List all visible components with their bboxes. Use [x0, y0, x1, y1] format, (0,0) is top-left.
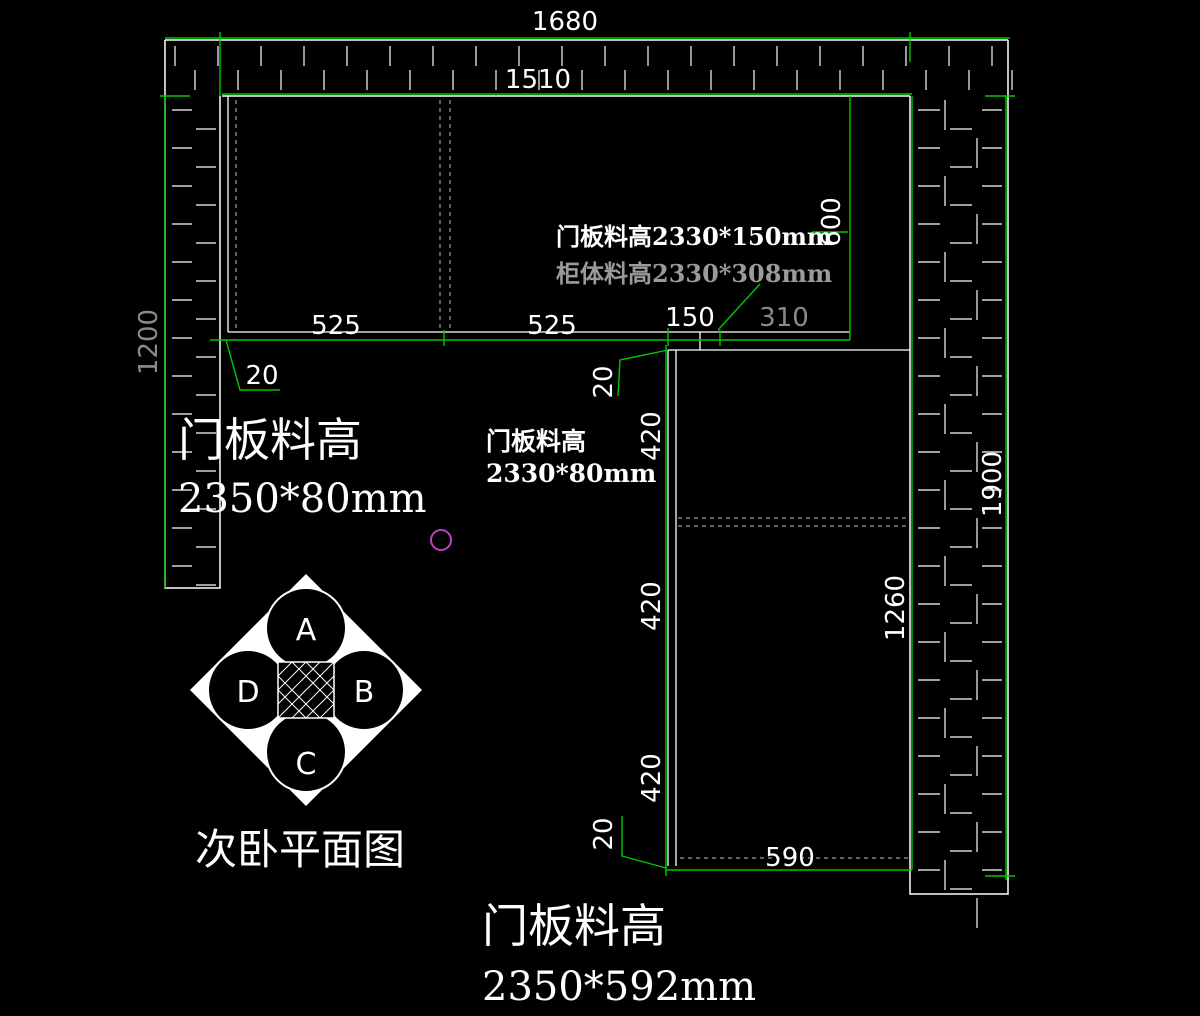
dim-depth-top: 600: [817, 197, 847, 247]
note-mid-size: 2330*80mm: [486, 459, 656, 488]
note-left-size: 2350*80mm: [178, 476, 427, 522]
view-symbol: A B C D: [190, 574, 422, 806]
top-cabinet-dashed: [235, 100, 851, 328]
view-label-b: B: [354, 675, 375, 710]
dim-right-inner: 1260: [881, 575, 911, 641]
view-center-pattern: [277, 661, 335, 719]
dim-right-height: 1900: [978, 451, 1008, 517]
dim-bottom-width: 590: [765, 843, 815, 873]
dimension-lines: [160, 32, 1015, 880]
right-cabinet-dashed: [678, 517, 908, 859]
dim-gap-left: 20: [245, 361, 278, 391]
drawing-caption: 次卧平面图: [195, 825, 405, 874]
origin-marker: [430, 529, 452, 551]
note-top-cabinet: 柜体料高2330*308mm: [556, 259, 832, 288]
view-label-c: C: [296, 747, 317, 782]
dim-door-3: 420: [637, 753, 667, 803]
dim-left-height: 1200: [134, 309, 164, 375]
dim-door-2: 420: [637, 581, 667, 631]
note-bottom-size: 2350*592mm: [482, 964, 756, 1010]
dim-gap-mid: 20: [589, 365, 619, 398]
right-wall-outline: [909, 40, 1009, 895]
view-label-a: A: [296, 613, 317, 648]
note-top-door: 门板料高2330*150mm: [556, 222, 832, 251]
dim-gap-bottom: 20: [589, 817, 619, 850]
top-cabinet: [227, 96, 850, 350]
dim-door-1: 420: [637, 411, 667, 461]
wall-hatching: [172, 46, 1013, 928]
note-mid-title: 门板料高: [486, 427, 586, 456]
note-left-title: 门板料高: [178, 413, 362, 467]
dim-seg-a: 525: [311, 311, 361, 341]
dim-seg-d: 310: [759, 303, 809, 333]
dim-top-inner: 1510: [505, 65, 571, 95]
view-label-d: D: [236, 675, 259, 710]
dim-top-total: 1680: [532, 7, 598, 37]
dim-seg-b: 525: [527, 311, 577, 341]
dim-seg-c: 150: [665, 303, 715, 333]
right-cabinet: [667, 349, 910, 866]
note-bottom-title: 门板料高: [482, 899, 666, 953]
